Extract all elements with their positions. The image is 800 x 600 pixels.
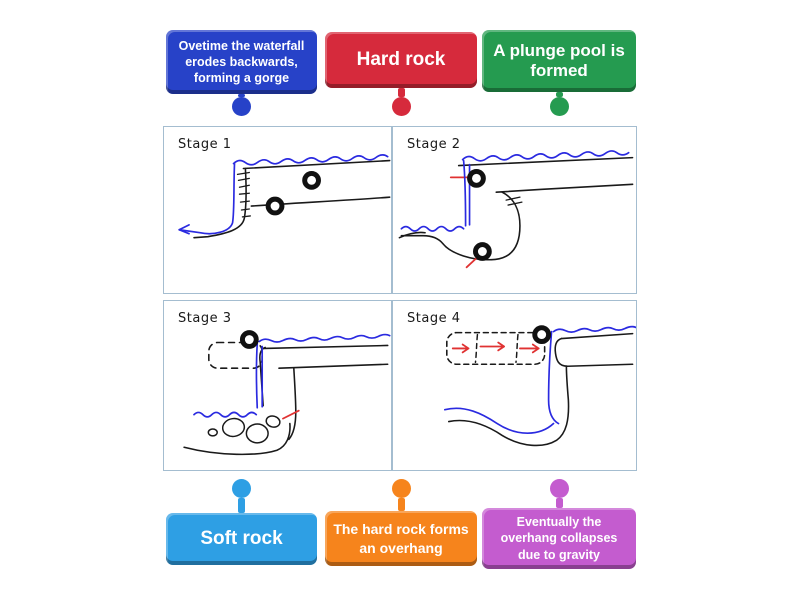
label-text[interactable]: Soft rock	[166, 513, 317, 565]
label-text[interactable]: Eventually the overhang collapses due to…	[482, 508, 636, 569]
pin-circle	[549, 97, 569, 116]
stage-4-panel: Stage 4	[392, 300, 637, 471]
label-plunge-pool[interactable]: A plunge pool is formed	[482, 30, 636, 116]
pin-stem	[238, 94, 245, 97]
pin-stem	[397, 498, 405, 511]
drop-zone[interactable]	[239, 330, 259, 349]
pin-stem	[397, 88, 405, 97]
label-text[interactable]: A plunge pool is formed	[482, 30, 636, 92]
drop-zone[interactable]	[302, 170, 321, 190]
pin-stem	[555, 92, 563, 97]
stage-3-panel: Stage 3	[163, 300, 392, 471]
stage-4-sketch	[443, 325, 636, 447]
pin-circle	[232, 479, 251, 498]
pin-circle	[549, 479, 569, 498]
pin-circle	[391, 479, 411, 498]
label-text[interactable]: Hard rock	[325, 32, 477, 88]
drop-zone[interactable]	[467, 168, 486, 188]
stage-2-sketch	[398, 150, 634, 269]
label-collapse[interactable]: Eventually the overhang collapses due to…	[482, 479, 636, 569]
stage-3-sketch	[183, 330, 391, 456]
drop-zone[interactable]	[473, 242, 492, 261]
pin-stem	[555, 498, 563, 508]
drop-zone[interactable]	[265, 196, 285, 216]
stage-title: Stage 2	[407, 137, 461, 152]
pin-circle	[391, 97, 411, 116]
label-soft-rock[interactable]: Soft rock	[166, 479, 317, 565]
label-text[interactable]: The hard rock forms an overhang	[325, 511, 477, 566]
label-text[interactable]: Ovetime the waterfall erodes backwards, …	[166, 30, 317, 94]
stage-title: Stage 3	[178, 311, 232, 326]
label-hard-rock[interactable]: Hard rock	[325, 32, 477, 116]
stage-title: Stage 1	[178, 137, 232, 152]
label-overhang[interactable]: The hard rock forms an overhang	[325, 479, 477, 566]
drop-zone[interactable]	[532, 325, 552, 344]
pin-stem	[238, 498, 245, 513]
stage-1-sketch	[178, 154, 391, 239]
stage-2-panel: Stage 2	[392, 126, 637, 294]
label-gorge[interactable]: Ovetime the waterfall erodes backwards, …	[166, 30, 317, 116]
stage-1-panel: Stage 1	[163, 126, 392, 294]
pin-circle	[232, 97, 251, 116]
stage-title: Stage 4	[407, 311, 461, 326]
